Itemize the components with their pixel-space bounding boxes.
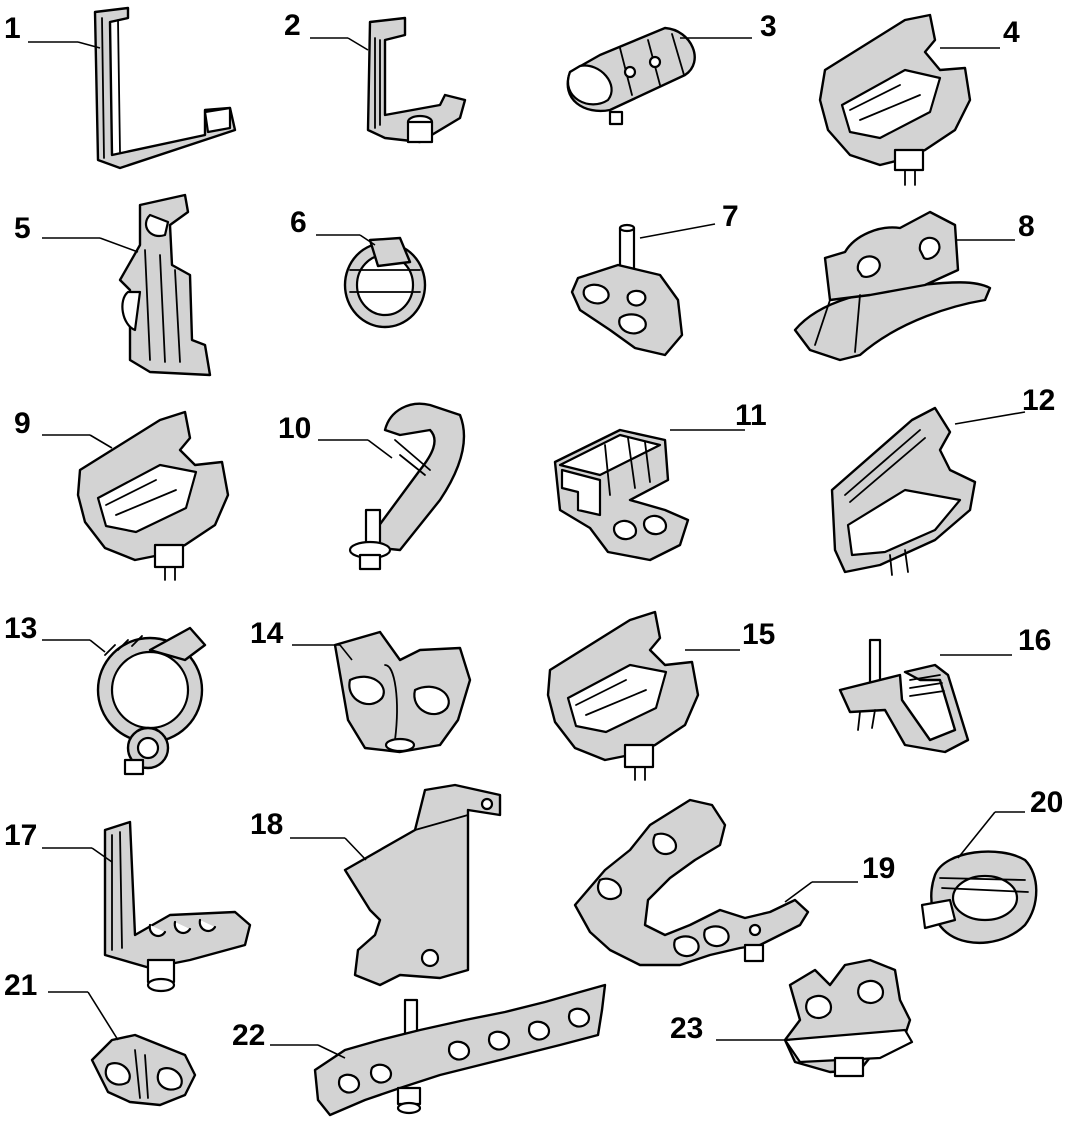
callout-20: 20 <box>957 786 1063 859</box>
part-14 <box>333 630 472 754</box>
part-number-label: 10 <box>278 412 311 445</box>
callout-10: 10 <box>278 412 393 459</box>
part-number-label: 3 <box>760 10 777 43</box>
part-number-label: 19 <box>862 852 895 885</box>
part-number-label: 17 <box>4 819 37 852</box>
callout-17: 17 <box>4 819 113 863</box>
part-21 <box>90 1033 197 1107</box>
part-2 <box>366 16 467 144</box>
callout-13: 13 <box>4 612 106 653</box>
callout-7: 7 <box>639 200 739 239</box>
callout-18: 18 <box>250 808 367 861</box>
part-number-label: 7 <box>722 200 739 233</box>
part-18 <box>343 783 502 987</box>
part-1 <box>93 6 237 170</box>
callout-4: 4 <box>940 16 1020 49</box>
part-7 <box>570 223 684 357</box>
part-number-label: 6 <box>290 206 307 239</box>
callout-14: 14 <box>250 617 353 661</box>
callout-22: 22 <box>232 1019 346 1059</box>
part-3 <box>566 26 696 126</box>
callout-23: 23 <box>670 1012 790 1045</box>
callout-2: 2 <box>284 9 369 51</box>
callout-21: 21 <box>4 969 119 1041</box>
part-23 <box>783 958 914 1078</box>
callout-12: 12 <box>954 384 1055 425</box>
part-number-label: 23 <box>670 1012 703 1045</box>
part-9 <box>76 410 230 581</box>
part-19 <box>573 798 810 967</box>
part-number-label: 11 <box>735 399 767 432</box>
part-11 <box>553 428 690 562</box>
callout-1: 1 <box>4 12 101 49</box>
part-22 <box>313 983 607 1117</box>
part-number-label: 20 <box>1030 786 1063 819</box>
part-16 <box>838 638 970 754</box>
part-number-label: 21 <box>4 969 37 1002</box>
callout-8: 8 <box>955 210 1035 243</box>
part-number-label: 8 <box>1018 210 1035 243</box>
part-number-label: 13 <box>4 612 37 645</box>
part-17 <box>103 820 252 993</box>
part-20 <box>920 850 1038 945</box>
part-6 <box>343 236 427 329</box>
part-number-label: 9 <box>14 407 31 440</box>
callout-3: 3 <box>680 10 777 43</box>
part-number-label: 22 <box>232 1019 265 1052</box>
callout-11: 11 <box>670 399 767 432</box>
part-number-label: 15 <box>742 618 775 651</box>
part-13 <box>96 626 207 776</box>
callout-9: 9 <box>14 407 113 449</box>
part-number-label: 4 <box>1003 16 1020 49</box>
part-number-label: 12 <box>1022 384 1055 417</box>
part-number-label: 2 <box>284 9 301 42</box>
callout-6: 6 <box>290 206 376 246</box>
part-number-label: 5 <box>14 212 31 245</box>
part-12 <box>830 406 977 576</box>
part-4 <box>818 13 972 186</box>
part-15 <box>546 610 700 781</box>
part-number-label: 14 <box>250 617 284 650</box>
callout-19: 19 <box>784 852 895 903</box>
part-8 <box>793 210 992 362</box>
part-number-label: 18 <box>250 808 283 841</box>
callout-16: 16 <box>940 624 1051 657</box>
callout-15: 15 <box>685 618 775 651</box>
part-5 <box>118 193 212 377</box>
part-10 <box>348 402 466 571</box>
part-number-label: 16 <box>1018 624 1051 657</box>
callout-5: 5 <box>14 212 139 253</box>
part-number-label: 1 <box>4 12 21 45</box>
